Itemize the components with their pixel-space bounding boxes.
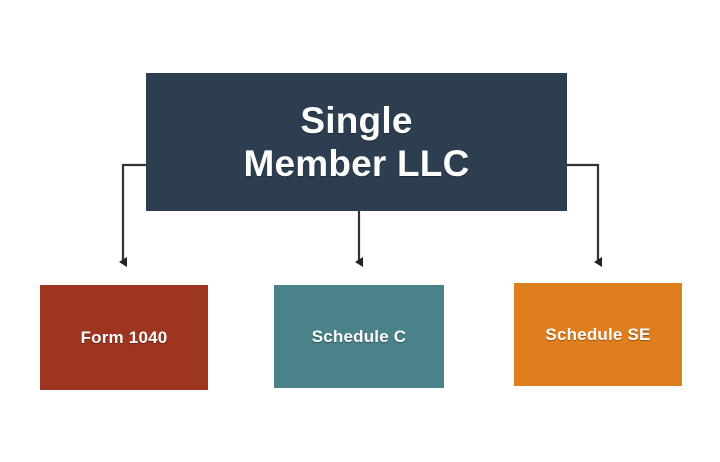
connector-to-schedule-se — [567, 163, 602, 267]
node-single-member-llc-label: Single Member LLC — [243, 99, 470, 184]
node-form-1040: Form 1040 — [40, 285, 208, 390]
node-schedule-se-label: Schedule SE — [545, 324, 651, 344]
node-schedule-c-label: Schedule C — [311, 326, 407, 346]
node-form-1040-label: Form 1040 — [80, 327, 168, 347]
node-schedule-c: Schedule C — [274, 285, 444, 388]
node-single-member-llc: Single Member LLC — [146, 73, 567, 211]
connector-to-form-1040 — [119, 163, 146, 267]
node-schedule-se: Schedule SE — [514, 283, 682, 386]
